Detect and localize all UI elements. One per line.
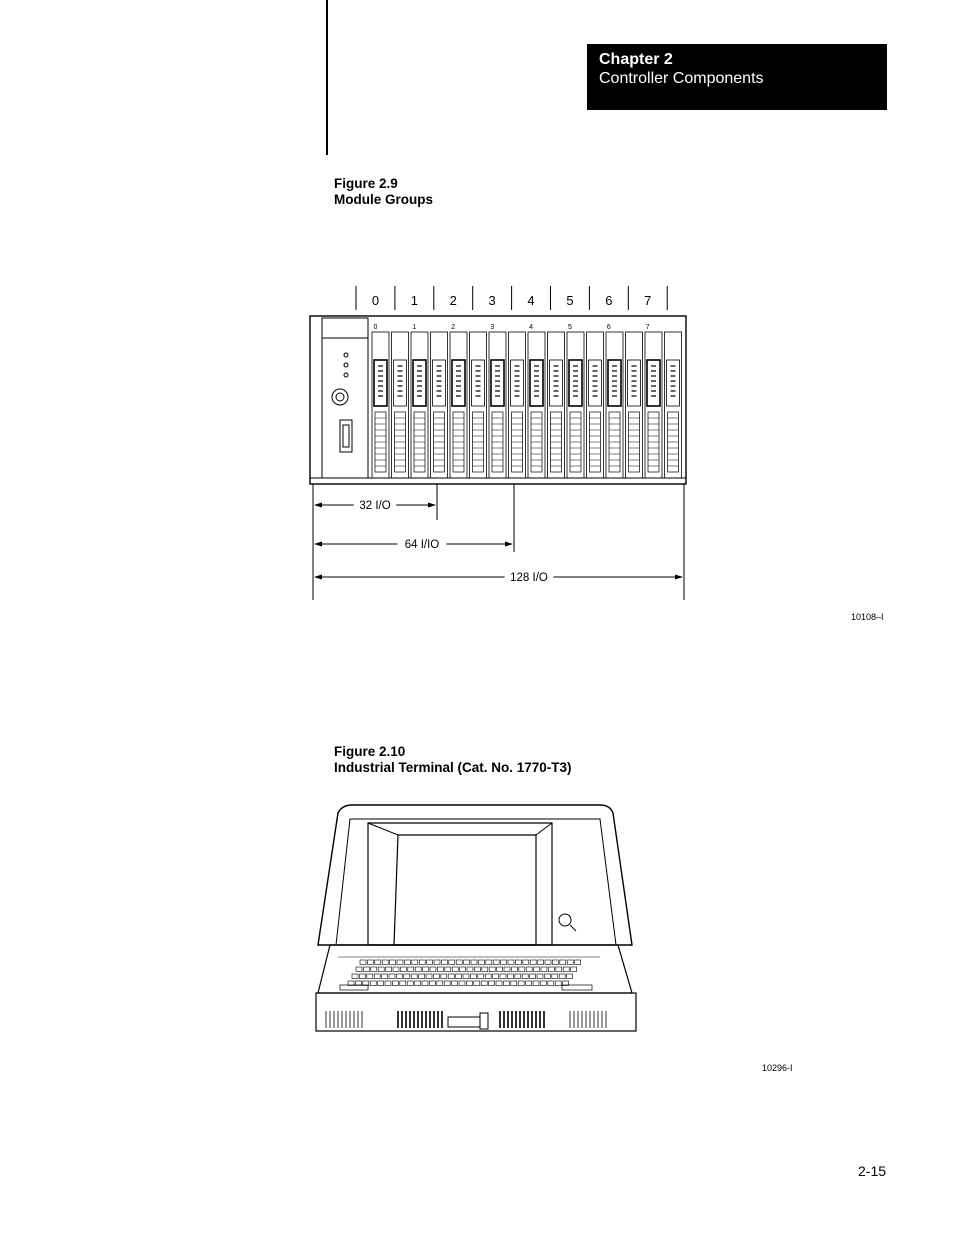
group-label: 3 [489,293,496,308]
chassis-outline [309,315,687,485]
brightness-knob-icon [558,913,572,927]
group-label: 5 [566,293,573,308]
terminal-base [315,992,637,1032]
terminal-housing [317,804,633,946]
figure-2-10-label: Figure 2.10 [334,744,406,759]
base-vents [325,1011,607,1028]
io-modules [371,331,682,479]
slot-tag: 3 [490,324,494,331]
dimension-arrow: 128 I/O [314,572,683,584]
group-label: 4 [527,293,534,308]
io-module [371,331,390,479]
margin-rule [326,0,328,155]
io-module [469,331,487,479]
group-label: 2 [450,293,457,308]
io-dimensions: 32 I/O 64 I/IO 128 I/O [314,500,683,584]
figure-2-10-id: 10296-I [762,1063,793,1073]
slot-tag: 7 [646,324,650,331]
dimension-label: 128 I/O [510,572,548,584]
dimension-arrow: 64 I/IO [314,539,513,551]
crt-screen [393,834,537,946]
io-module [391,331,409,479]
io-module [566,331,585,479]
slot-tag: 4 [529,324,533,331]
figure-2-9-label: Figure 2.9 [334,176,398,191]
slot-tag: 5 [568,324,572,331]
slot-tag: 0 [373,324,377,331]
dimension-label: 64 I/IO [405,539,440,551]
processor-module [321,317,369,479]
io-module [664,331,682,479]
figure-2-10-caption: Figure 2.10 Industrial Terminal (Cat. No… [334,744,572,776]
industrial-terminal-drawing [315,804,637,1032]
io-module [547,331,565,479]
group-labels: 0 0 1 1 2 2 3 3 4 4 5 5 6 6 7 7 [355,286,668,331]
slot-tag: 1 [412,324,416,331]
io-module [527,331,546,479]
figure-2-9-title: Module Groups [334,192,433,207]
io-module [625,331,643,479]
io-module [410,331,429,479]
io-module [605,331,624,479]
figure-2-9-id: 10108–I [851,612,884,622]
group-label: 6 [605,293,612,308]
slot-tag: 2 [451,324,455,331]
group-label: 0 [372,293,379,308]
slot-tag: 6 [607,324,611,331]
io-module [488,331,507,479]
module-groups-drawing: 0 0 1 1 2 2 3 3 4 4 5 5 6 6 7 7 32 I/O 64 I/IO 128 I/O [309,286,687,600]
dimension-label: 32 I/O [359,500,390,512]
group-label: 7 [644,293,651,308]
chapter-title: Controller Components [599,70,764,87]
io-module [586,331,604,479]
io-module [430,331,448,479]
chapter-header: Chapter 2 Controller Components [587,44,887,110]
io-module [644,331,663,479]
figure-2-10-title: Industrial Terminal (Cat. No. 1770-T3) [334,760,572,775]
group-label: 1 [411,293,418,308]
keyboard-keys [338,956,600,991]
page-number: 2-15 [858,1163,887,1179]
monitor-bezel [367,822,553,946]
io-module [508,331,526,479]
io-module [449,331,468,479]
dimension-arrow: 32 I/O [314,500,436,512]
figure-2-9-caption: Figure 2.9 Module Groups [334,176,433,208]
chapter-number: Chapter 2 [599,51,673,68]
